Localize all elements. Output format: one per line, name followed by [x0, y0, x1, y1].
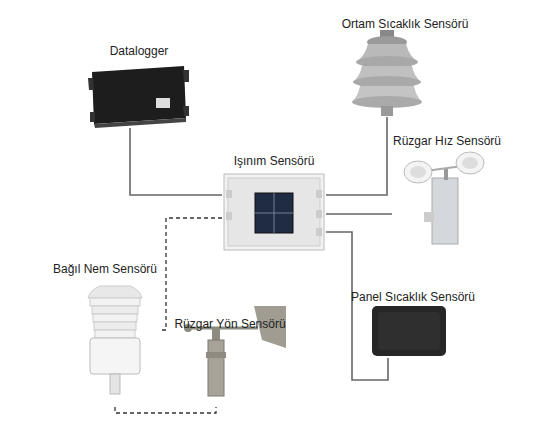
- temperature-shield: [352, 30, 422, 116]
- sensor-node: Rüzgar Hız Sensörü: [392, 134, 502, 248]
- dashed-cable: [115, 407, 216, 413]
- cable-line: [130, 128, 222, 195]
- cable: [130, 128, 222, 195]
- sensor-node: Ortam Sıcaklık Sensörü: [330, 17, 480, 117]
- cable-line: [160, 218, 222, 330]
- sensor-node: Rüzgar Yön Sensörü: [170, 317, 290, 407]
- datalogger-device: [88, 66, 189, 128]
- datalogger-node: Datalogger: [84, 44, 194, 128]
- anemometer: [404, 152, 484, 244]
- sensor-label: Datalogger: [84, 44, 194, 58]
- sensor-label: Işınım Sensörü: [222, 154, 326, 168]
- cable-line: [326, 232, 388, 380]
- sensor-label: Bağıl Nem Sensörü: [50, 262, 160, 276]
- sensor-label: Rüzgar Hız Sensörü: [392, 134, 502, 148]
- irradiance-box: [224, 174, 324, 250]
- humidity-shield: [88, 286, 142, 394]
- panel-temperature-pad: [372, 306, 446, 356]
- sensor-label: Ortam Sıcaklık Sensörü: [330, 17, 480, 31]
- sensor-label: Panel Sıcaklık Sensörü: [348, 290, 478, 304]
- cable: [326, 117, 387, 195]
- sensor-node: Panel Sıcaklık Sensörü: [348, 290, 478, 358]
- cable: [326, 214, 392, 215]
- cable-line: [115, 407, 216, 413]
- cable: [326, 232, 388, 380]
- sensor-node: Bağıl Nem Sensörü: [50, 262, 160, 407]
- cable-line: [326, 117, 387, 195]
- dashed-cable: [160, 218, 222, 330]
- sensor-node: Işınım Sensörü: [222, 154, 326, 252]
- sensor-label: Rüzgar Yön Sensörü: [170, 317, 290, 331]
- cable-line: [326, 213, 392, 215]
